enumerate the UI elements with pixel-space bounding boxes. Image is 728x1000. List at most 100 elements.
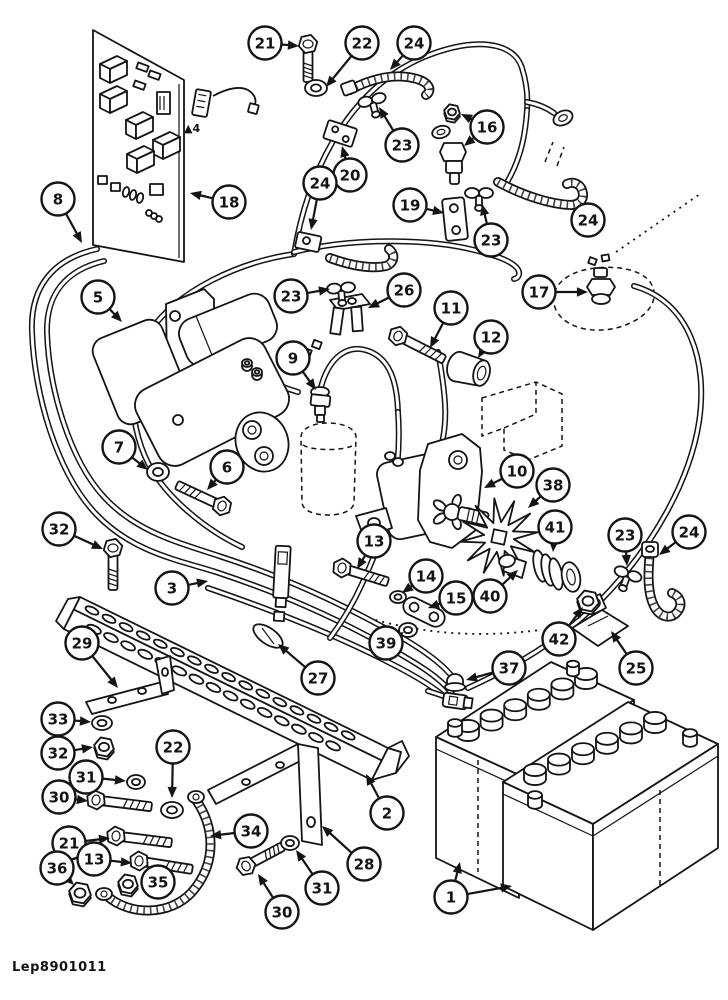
callout-number: 12 [481,329,502,347]
callout-number: 41 [545,519,566,537]
washer [160,801,184,819]
callout-number: 34 [241,823,262,841]
callout-37: 37 [466,650,527,686]
callout-number: 13 [364,533,385,551]
callout-number: 36 [47,860,68,878]
callout-number: 31 [76,769,97,787]
callout-number: 30 [49,789,70,807]
callout-number: 28 [354,856,375,874]
callout-32-2: 32 [40,735,93,771]
callout-29: 29 [64,625,118,688]
callout-24-2: 24 [302,165,338,230]
callout-8: 8 [40,181,82,243]
callout-20: 20 [332,146,368,193]
callout-number: 20 [340,167,361,185]
hex-nut [68,881,92,908]
callout-number: 3 [167,580,177,598]
callout-number: 24 [578,212,599,230]
ring-terminal [552,109,574,127]
washer [91,715,113,731]
callout-42: 42 [541,607,583,657]
hex-bolt [86,789,153,812]
bushing-12 [446,351,491,387]
strap-24-top [340,71,435,100]
hex-bolt [106,825,173,848]
washer [146,462,170,482]
callout-10: 10 [484,453,535,489]
washer [126,774,146,790]
callout-number: 30 [272,904,293,922]
hex-bolt [174,480,232,517]
callout-32: 32 [41,511,103,549]
callout-24-3: 24 [570,202,606,238]
callout-number: 8 [53,191,63,209]
starter-motor [91,288,290,473]
callout-number: 19 [400,197,421,215]
callout-5: 5 [80,279,122,322]
callout-31-2: 31 [296,850,340,906]
callout-30-2: 30 [258,874,300,930]
callout-number: 26 [394,282,415,300]
callout-18: 18 [190,184,247,220]
callout-11: 11 [430,290,469,348]
callout-number: 33 [48,711,69,729]
callout-33: 33 [40,701,91,737]
callout-number: 39 [376,635,397,653]
ground-strap [95,790,216,916]
hex-nut [117,873,139,898]
callout-number: 27 [308,670,329,688]
wing-clip [464,187,494,212]
bracket-29 [85,655,175,715]
hex-bolt [332,557,390,587]
callout-number: 42 [549,631,570,649]
callout-number: 31 [312,880,333,898]
callout-41: 41 [537,509,573,552]
temperature-sender-16 [431,124,467,185]
callout-number: 21 [59,835,80,853]
callout-23: 23 [379,107,420,163]
callout-22-2: 22 [155,729,191,798]
small-hardware [68,33,643,908]
callout-number: 14 [416,568,437,586]
callout-2: 2 [366,774,405,831]
callout-35: 35 [140,864,176,900]
plate-19 [441,196,469,242]
callout-26: 26 [368,272,422,308]
callout-number: 24 [310,175,331,193]
callout-3: 3 [154,570,208,606]
callout-number: 23 [281,288,302,306]
drawing-code: Lep8901011 [12,960,107,975]
callout-number: 2 [382,805,392,823]
battery-cable-clamp [425,688,474,711]
callout-number: 40 [480,588,501,606]
callout-22: 22 [326,25,380,87]
callout-number: 38 [543,477,564,495]
callout-number: 24 [679,524,700,542]
callout-number: 22 [352,35,373,53]
callout-number: 29 [72,635,93,653]
battery-right [502,701,719,931]
washer [251,367,263,377]
callout-number: 10 [507,463,528,481]
washer [389,590,407,604]
plate-20 [322,119,358,148]
cable-hanger-tab [272,544,292,623]
callout-number: 35 [148,874,169,892]
callout-number: 6 [222,459,232,477]
callout-number: 21 [255,35,276,53]
callout-number: 37 [499,660,520,678]
callout-number: 32 [48,745,69,763]
callout-16: 16 [461,109,505,146]
washer [304,79,328,97]
wing-clip [613,565,643,593]
callout-34: 34 [210,813,269,849]
callout-number: 23 [481,232,502,250]
callout-number: 7 [114,439,124,457]
callout-24-4: 24 [659,514,707,555]
washer [280,835,300,851]
terminal-cap-37 [444,673,466,692]
board-quantity-marking: ▲4 [184,122,200,135]
